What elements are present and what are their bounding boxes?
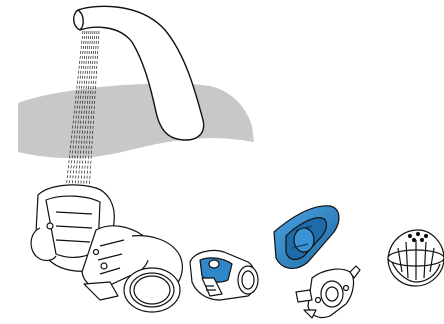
elbow-connector [81, 225, 183, 313]
blue-cushion [273, 205, 340, 269]
faucet [73, 5, 205, 141]
dome-diffuser [387, 229, 444, 287]
water-stream [63, 30, 100, 209]
sink-basin [18, 83, 254, 159]
frame-clip [295, 265, 361, 319]
blue-connector [189, 249, 259, 301]
